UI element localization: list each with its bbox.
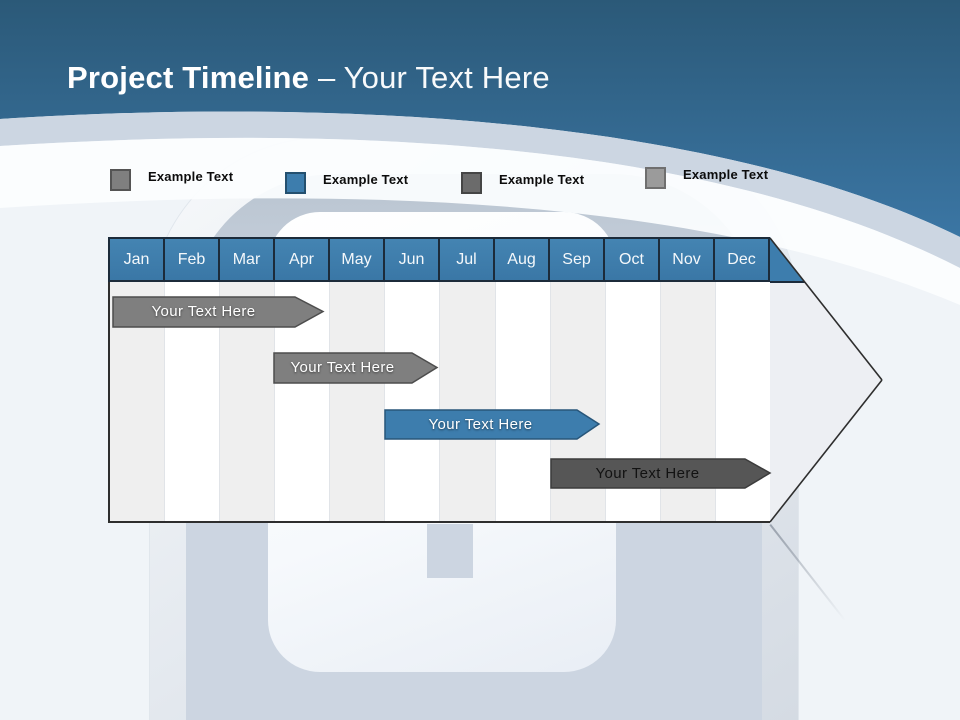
stopwatch-watermark-button: [427, 524, 473, 578]
gantt-bar-shape: [112, 296, 325, 328]
title-space: [309, 60, 318, 95]
gantt-bar-label: Your Text Here: [595, 464, 700, 482]
month-cell-jan: Jan: [110, 239, 165, 280]
page-title-light: – Your Text Here: [317, 60, 550, 95]
page-title-bold: Project Timeline: [67, 60, 310, 95]
legend-swatch-4: [645, 167, 666, 189]
gantt-bar-label: Your Text Here: [290, 359, 395, 376]
gantt-bar-4-dark[interactable]: Your Text Here: [550, 458, 772, 489]
month-cell-sep: Sep: [550, 239, 605, 280]
legend-swatch-2: [285, 172, 306, 194]
month-cell-oct: Oct: [605, 239, 660, 280]
gantt-bar-label: Your Text Here: [151, 303, 256, 320]
gantt-bar-shape: [550, 458, 772, 489]
legend-label-1: Example Text: [148, 169, 234, 184]
legend-item-2[interactable]: Example Text: [285, 172, 408, 194]
month-cell-dec: Dec: [715, 239, 768, 280]
legend-item-1[interactable]: Example Text: [110, 169, 233, 191]
month-cell-mar: Mar: [220, 239, 275, 280]
gantt-bar-2-gray[interactable]: Your Text Here: [273, 352, 439, 384]
gantt-bar-label: Your Text Here: [428, 415, 533, 433]
month-cell-aug: Aug: [495, 239, 550, 280]
legend-item-3[interactable]: Example Text: [461, 172, 584, 194]
legend-swatch-1: [110, 169, 131, 191]
legend-label-2: Example Text: [323, 172, 409, 187]
timeline-arrow-tip: [770, 237, 883, 523]
column-stripe-may: [330, 282, 386, 521]
gantt-bar-shape: [273, 352, 439, 384]
page-title[interactable]: Project Timeline – Your Text Here: [67, 60, 550, 96]
header-curves: [0, 0, 960, 305]
legend-swatch-3: [461, 172, 482, 194]
gantt-bar-1-gray[interactable]: Your Text Here: [112, 296, 325, 328]
column-stripe-aug: [495, 282, 551, 521]
month-cell-jul: Jul: [440, 239, 495, 280]
legend-label-4: Example Text: [683, 167, 769, 182]
column-stripe-jul: [440, 282, 496, 521]
legend-item-4[interactable]: Example Text: [645, 167, 768, 189]
month-cell-jun: Jun: [385, 239, 440, 280]
legend-label-3: Example Text: [499, 172, 585, 187]
month-cell-may: May: [330, 239, 385, 280]
column-stripe-jun: [385, 282, 441, 521]
gantt-bar-shape: [384, 409, 601, 440]
month-cell-apr: Apr: [275, 239, 330, 280]
month-cell-feb: Feb: [165, 239, 220, 280]
month-cell-nov: Nov: [660, 239, 715, 280]
gantt-bar-3-blue[interactable]: Your Text Here: [384, 409, 601, 440]
